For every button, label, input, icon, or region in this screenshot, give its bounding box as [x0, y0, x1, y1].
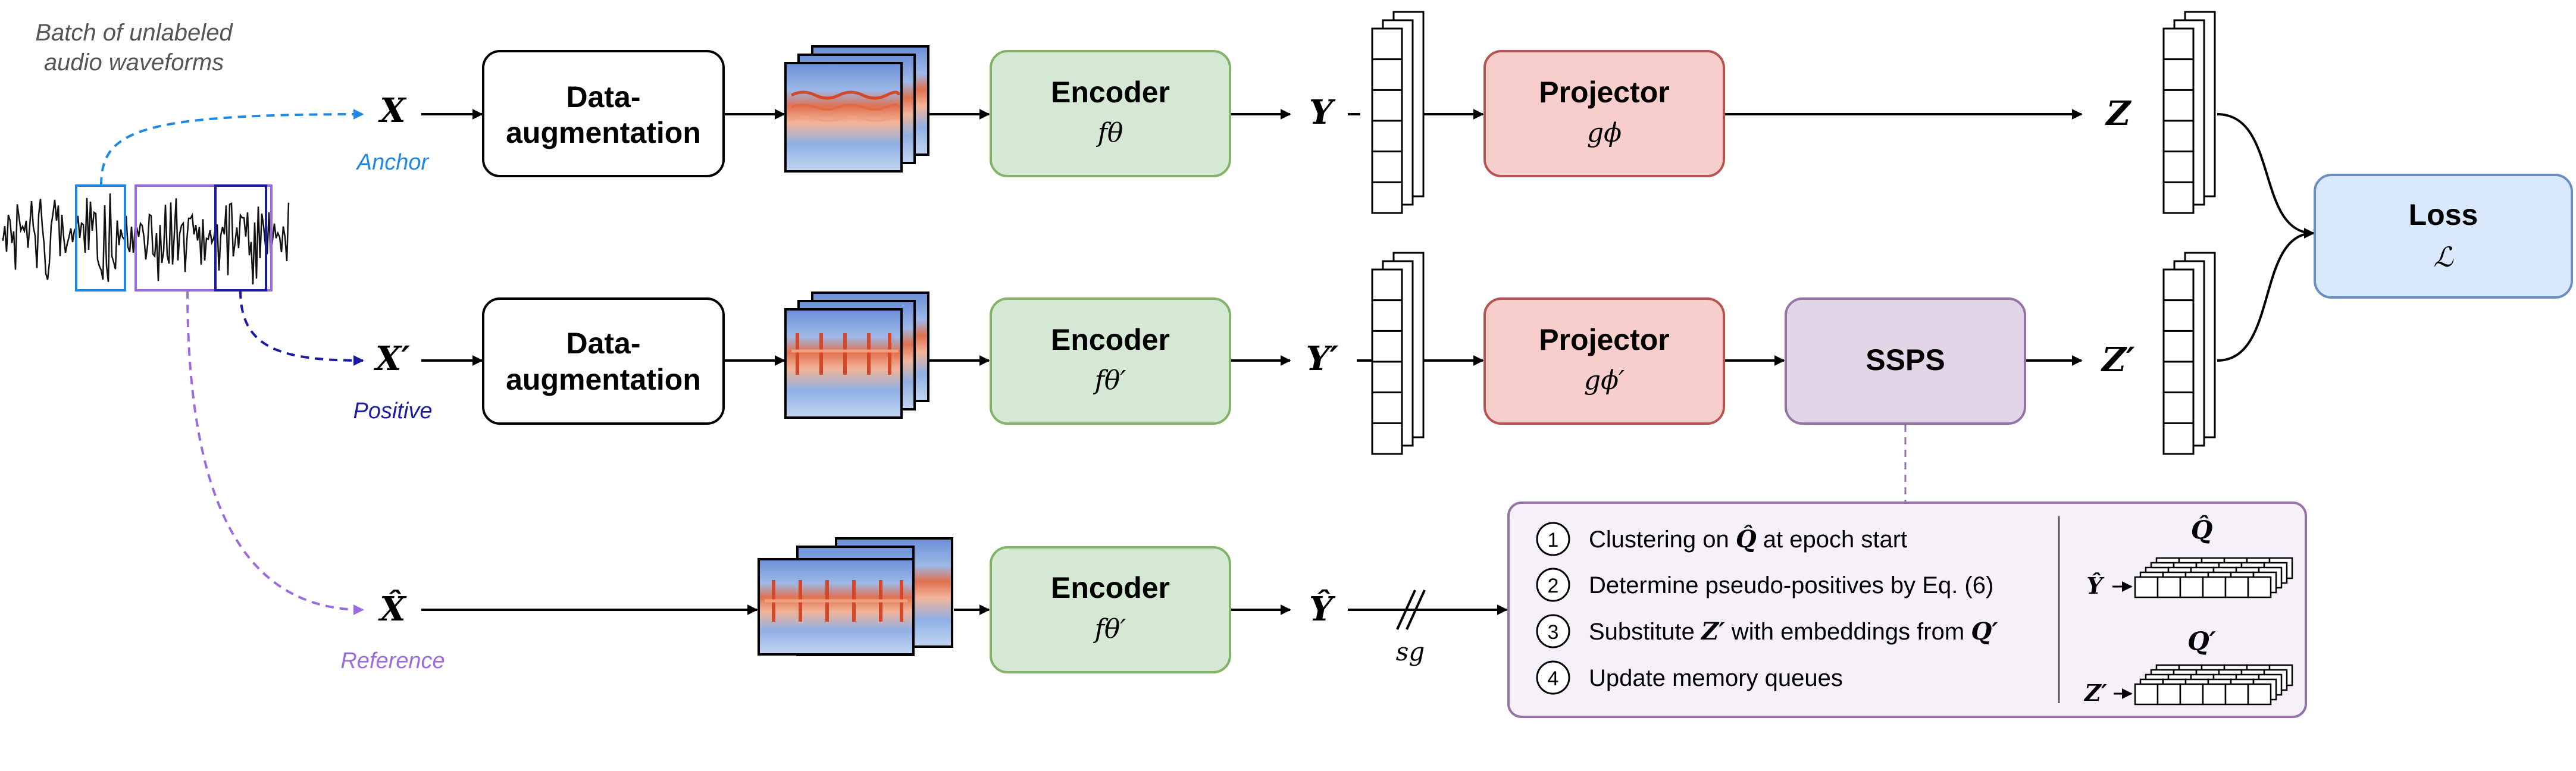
batch-label-line1: Batch of unlabeled — [35, 20, 233, 46]
memory-queue-q-prime — [2134, 664, 2293, 706]
step-4: 4 Update memory queues — [1536, 660, 1843, 695]
positive-embedding-symbol: Y′ — [1306, 339, 1339, 378]
augment-label-line2: augmentation — [506, 363, 701, 396]
projector-block-positive: Projector gϕ′ — [1483, 297, 1725, 425]
queue-q-hat-title: Q̂ — [2191, 514, 2213, 544]
loss-label: Loss — [2409, 198, 2478, 231]
step-text: Determine pseudo-positives by Eq. (6) — [1589, 572, 1993, 598]
embedding-vector-stack-positive — [1371, 252, 1425, 455]
encoder-param: fθ′ — [1093, 365, 1126, 396]
data-augmentation-block-anchor: Data- augmentation — [482, 50, 725, 177]
encoder-block-reference: Encoder fθ′ — [990, 546, 1231, 673]
positive-input-symbol: X′ — [374, 339, 410, 378]
reference-sampling-arrow — [186, 290, 364, 615]
step-number: 1 — [1548, 529, 1559, 551]
projector-block-anchor: Projector gϕ — [1483, 50, 1725, 177]
encoder-block-anchor: Encoder fθ — [990, 50, 1231, 177]
queue-q-prime-title: Q′ — [2187, 626, 2216, 656]
spectrogram-stack-anchor — [784, 45, 929, 173]
augment-label-line1: Data- — [566, 327, 640, 360]
ssps-detail-panel — [1507, 502, 2307, 718]
memory-queue-q-hat — [2134, 557, 2293, 598]
reference-input-symbol: X̂ — [378, 589, 407, 629]
data-augmentation-block-positive: Data- augmentation — [482, 297, 725, 425]
step-text: Substitute Z′ with embeddings from Q′ — [1589, 618, 1998, 645]
encoder-label: Encoder — [1051, 76, 1170, 109]
projection-vector-stack-positive — [2162, 252, 2216, 455]
step-number: 2 — [1548, 575, 1559, 597]
step-number: 3 — [1548, 621, 1559, 644]
projector-param: gϕ′ — [1584, 365, 1625, 396]
step-number: 4 — [1548, 667, 1559, 690]
projector-param: gϕ — [1587, 118, 1622, 148]
queue-q-prime-input: Z′ — [2083, 679, 2107, 706]
anchor-input-symbol: X — [378, 91, 407, 130]
spectrogram-stack-reference — [758, 537, 953, 656]
step-1: 1 Clustering on Q̂ at epoch start — [1536, 522, 1907, 556]
step-text: Clustering on Q̂ at epoch start — [1589, 525, 1907, 553]
positive-branch-label: Positive — [353, 399, 432, 424]
augment-label-line2: augmentation — [506, 116, 701, 149]
projector-label: Projector — [1539, 76, 1670, 109]
step-2: 2 Determine pseudo-positives by Eq. (6) — [1536, 568, 1993, 602]
positive-sampling-arrow — [239, 290, 364, 366]
ssps-label: SSPS — [1866, 343, 1945, 377]
anchor-output-symbol: Z — [2105, 94, 2132, 133]
encoder-param: fθ′ — [1093, 614, 1126, 644]
audio-waveform — [2, 193, 290, 285]
positive-output-symbol: Z′ — [2101, 340, 2135, 380]
anchor-sampling-arrow — [100, 109, 364, 186]
ssps-block: SSPS — [1785, 297, 2026, 425]
stop-gradient-label: sg — [1396, 637, 1425, 666]
step-text: Update memory queues — [1589, 665, 1843, 691]
loss-block: Loss ℒ — [2314, 174, 2573, 299]
positive-crop-window — [214, 184, 267, 292]
encoder-block-positive: Encoder fθ′ — [990, 297, 1231, 425]
augment-label-line1: Data- — [566, 80, 640, 114]
reference-embedding-symbol: Ŷ — [1309, 589, 1336, 629]
embedding-vector-stack-anchor — [1371, 11, 1425, 214]
stop-gradient-mark — [1396, 590, 1426, 630]
step-3: 3 Substitute Z′ with embeddings from Q′ — [1536, 614, 1998, 648]
projector-label: Projector — [1539, 323, 1670, 356]
queue-q-hat-input: Ŷ — [2086, 572, 2105, 599]
encoder-param: fθ — [1096, 118, 1123, 148]
anchor-embedding-symbol: Y — [1309, 93, 1336, 132]
anchor-branch-label: Anchor — [356, 150, 430, 175]
reference-crop-window — [134, 184, 273, 292]
projection-vector-stack-anchor — [2162, 11, 2216, 214]
batch-label-line2: audio waveforms — [44, 49, 224, 76]
encoder-label: Encoder — [1051, 323, 1170, 356]
reference-branch-label: Reference — [340, 648, 445, 673]
spectrogram-stack-positive — [784, 292, 929, 419]
encoder-label: Encoder — [1051, 571, 1170, 604]
loss-symbol: ℒ — [2433, 241, 2453, 273]
